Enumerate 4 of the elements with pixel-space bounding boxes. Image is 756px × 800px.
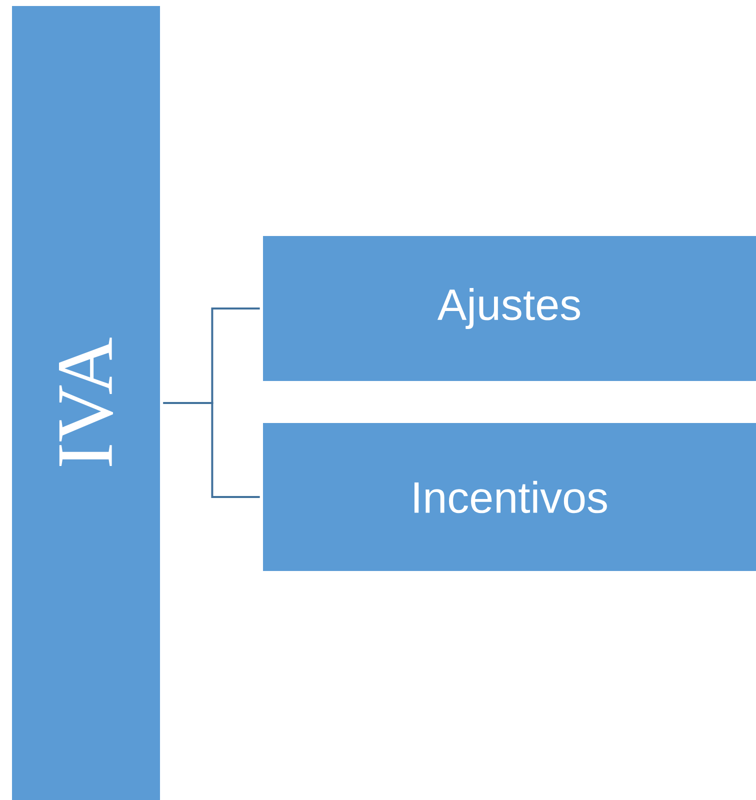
category-bar: IVA (12, 6, 160, 800)
category-box: Incentivos (263, 423, 756, 571)
category-box: Ajustes (263, 236, 756, 381)
connector-line (163, 402, 260, 498)
